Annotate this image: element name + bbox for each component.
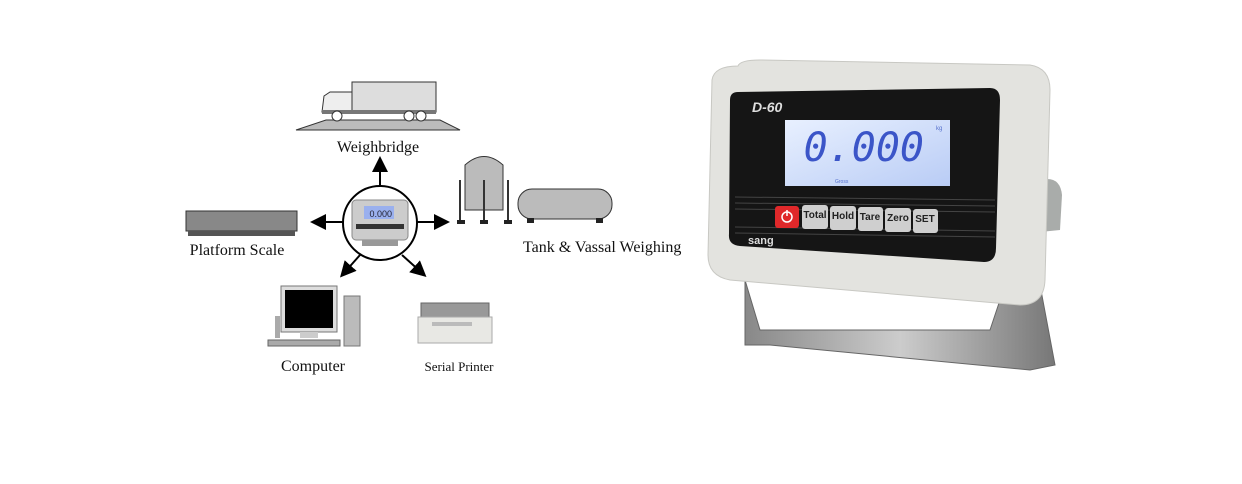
model-label: D-60 <box>752 99 783 115</box>
tare-button[interactable]: Tare <box>858 207 883 231</box>
weighbridge-label: Weighbridge <box>337 139 419 156</box>
brand-logo: sang <box>748 235 774 247</box>
connection-arrows <box>310 156 450 278</box>
tank-icon <box>457 156 613 224</box>
lcd-gross-indicator: Gross <box>835 179 849 185</box>
svg-text:SET: SET <box>915 214 934 225</box>
tank-label: Tank & Vassal Weighing <box>523 239 681 256</box>
power-button[interactable] <box>775 206 799 228</box>
total-button[interactable]: Total <box>802 205 828 229</box>
serial-printer-icon <box>417 302 493 344</box>
lcd-value: 0.000 <box>804 125 924 171</box>
svg-text:Hold: Hold <box>832 211 854 222</box>
computer-icon <box>267 285 361 347</box>
lcd-unit: kg <box>936 126 942 132</box>
hub-display-value: 0.000 <box>369 209 392 219</box>
printer-label: Serial Printer <box>425 359 495 374</box>
computer-label: Computer <box>281 358 346 375</box>
svg-text:Total: Total <box>803 210 826 221</box>
svg-text:Tare: Tare <box>860 212 881 223</box>
hold-button[interactable]: Hold <box>830 206 856 230</box>
set-button[interactable]: SET <box>913 209 938 233</box>
platform-scale-icon <box>185 210 298 236</box>
indicator-hub: 0.000 <box>342 185 418 261</box>
zero-button[interactable]: Zero <box>885 208 911 232</box>
svg-text:Zero: Zero <box>887 213 909 224</box>
platform-scale-label: Platform Scale <box>190 242 285 259</box>
weighbridge-truck-icon <box>295 81 461 131</box>
